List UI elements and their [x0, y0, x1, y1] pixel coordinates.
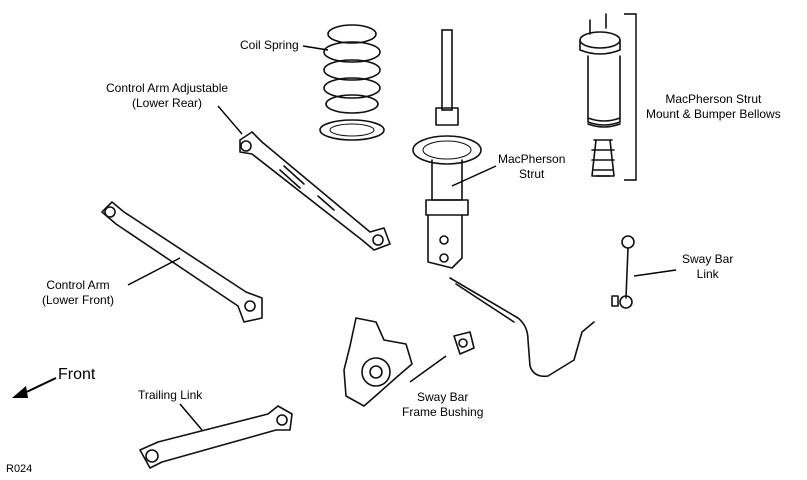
- label-sway-bar-link: Sway Bar Link: [682, 252, 733, 282]
- label-sway-bar-link-line1: Sway Bar: [682, 252, 734, 266]
- label-coil-spring: Coil Spring: [240, 38, 299, 52]
- label-control-arm-adjustable-line2: (Lower Rear): [132, 96, 203, 110]
- label-macpherson-strut-line2: Strut: [519, 167, 545, 181]
- label-code: R024: [6, 463, 33, 475]
- knuckle: [343, 317, 413, 407]
- leader-lines: [127, 45, 677, 431]
- label-control-arm-front-line1: Control Arm: [46, 278, 110, 292]
- label-front: Front: [58, 366, 96, 383]
- front-arrow: [12, 377, 57, 398]
- sway-bar-bushing: [453, 331, 475, 355]
- label-control-arm-adjustable: Control Arm Adjustable (Lower Rear): [106, 81, 228, 111]
- label-strut-mount: MacPherson Strut Mount & Bumper Bellows: [646, 92, 781, 122]
- label-sway-bar-bushing: Sway Bar Frame Bushing: [402, 390, 483, 420]
- control-arm-adjustable: [239, 131, 391, 251]
- strut-mount-bellows: [579, 13, 637, 181]
- label-macpherson-strut-line1: MacPherson: [498, 152, 566, 166]
- control-arm-front: [101, 201, 263, 323]
- label-sway-bar-bushing-line2: Frame Bushing: [402, 405, 484, 419]
- label-strut-mount-line1: MacPherson Strut: [665, 92, 762, 106]
- sway-bar-link: [611, 235, 635, 309]
- macpherson-strut: [412, 29, 482, 269]
- label-control-arm-front-line2: (Lower Front): [42, 293, 115, 307]
- label-trailing-link: Trailing Link: [138, 388, 203, 402]
- label-control-arm-front: Control Arm (Lower Front): [42, 278, 114, 308]
- label-strut-mount-line2: Mount & Bumper Bellows: [646, 107, 781, 121]
- label-sway-bar-bushing-line1: Sway Bar: [417, 390, 469, 404]
- label-sway-bar-link-line2: Link: [696, 267, 719, 281]
- coil-spring: [319, 24, 385, 141]
- trailing-link: [139, 405, 293, 469]
- label-control-arm-adjustable-line1: Control Arm Adjustable: [106, 81, 229, 95]
- label-macpherson-strut: MacPherson Strut: [498, 152, 565, 182]
- sway-bar: [449, 277, 595, 378]
